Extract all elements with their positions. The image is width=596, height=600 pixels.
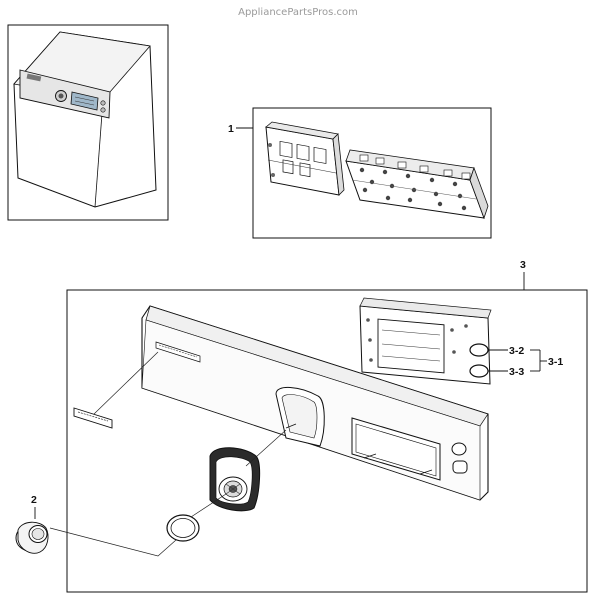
watermark-text: AppliancePartsPros.com <box>238 7 358 18</box>
button-3-3 <box>469 364 489 378</box>
callout-part-3: 3 <box>520 259 526 271</box>
control-panel-body <box>141 305 489 501</box>
callout-part-3-1: 3-1 <box>548 356 563 368</box>
knob-part-2 <box>15 521 49 554</box>
leader-line-logo-badge <box>93 351 159 415</box>
pcb-assembly-frame <box>252 107 492 239</box>
o-ring <box>166 514 200 542</box>
pcb-main-board <box>345 149 489 220</box>
dryer-cabinet-illustration <box>13 31 157 208</box>
pcb-sub-board <box>265 121 345 196</box>
button-3-2 <box>469 343 489 357</box>
leader-line-knob-housing <box>245 429 287 467</box>
bracket-3-1 <box>530 349 547 372</box>
display-pcb <box>359 297 492 385</box>
callout-part-3-2: 3-2 <box>509 345 524 357</box>
leader-line-knob-path <box>49 527 177 557</box>
callout-part-2: 2 <box>31 494 37 506</box>
overview-frame <box>7 24 169 221</box>
callout-part-1: 1 <box>228 123 234 135</box>
callout-part-3-3: 3-3 <box>509 366 524 378</box>
panel-assembly-frame <box>66 289 588 593</box>
leader-line-o-ring <box>190 493 227 518</box>
logo-badge <box>73 407 113 429</box>
knob-housing <box>209 447 261 512</box>
